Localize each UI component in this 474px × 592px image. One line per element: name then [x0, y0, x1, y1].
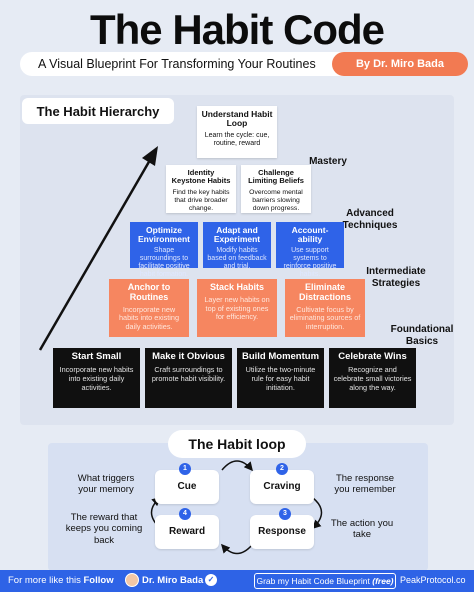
block-title: Optimize Environment — [138, 225, 190, 245]
author-badge: By Dr. Miro Bada — [332, 52, 468, 76]
block-desc: Recognize and celebrate small victories … — [333, 365, 412, 392]
loop-step-number: 1 — [179, 463, 191, 475]
block-challenge-limiting-beliefs: Challenge Limiting Beliefs Overcome ment… — [241, 165, 311, 213]
footer-author-name[interactable]: Dr. Miro Bada — [142, 575, 204, 586]
block-desc: Shape surroundings to facilitate positiv… — [138, 246, 190, 279]
block-desc: Utilize the two-minute rule for easy hab… — [245, 365, 316, 392]
hierarchy-title: The Habit Hierarchy — [36, 104, 160, 119]
loop-step-number: 4 — [179, 508, 191, 520]
block-make-it-obvious: Make it Obvious Craft surroundings to pr… — [145, 348, 232, 408]
blueprint-cta-button[interactable]: Grab my Habit Code Blueprint (free) — [254, 573, 396, 589]
tier-label-advanced: Advanced Techniques — [342, 208, 398, 231]
block-celebrate-wins: Celebrate Wins Recognize and celebrate s… — [329, 348, 416, 408]
block-desc: Incorporate new habits into existing dai… — [118, 304, 180, 331]
loop-step-response: Response — [250, 515, 314, 549]
block-title: Understand Habit Loop — [201, 109, 273, 129]
loop-step-craving: Craving — [250, 470, 314, 504]
tier-label-intermediate: Intermediate Strategies — [366, 266, 426, 289]
tier-label-mastery: Mastery — [309, 156, 347, 167]
block-adapt-and-experiment: Adapt and Experiment Modify habits based… — [203, 222, 271, 270]
habit-loop-title: The Habit loop — [188, 436, 286, 452]
block-stack-habits: Stack Habits Layer new habits on top of … — [197, 279, 277, 337]
block-title: Make it Obvious — [152, 351, 225, 362]
block-title: Eliminate Distractions — [298, 282, 351, 302]
block-desc: Cultivate focus by eliminating sources o… — [289, 304, 361, 331]
block-start-small: Start Small Incorporate new habits into … — [53, 348, 140, 408]
block-desc: Use support systems to reinforce positiv… — [283, 246, 337, 279]
block-optimize-environment: Optimize Environment Shape surroundings … — [130, 222, 198, 278]
site-link[interactable]: PeakProtocol.co — [400, 575, 466, 585]
page-subtitle: A Visual Blueprint For Transforming Your… — [38, 57, 316, 71]
block-desc: Learn the cycle: cue, routine, reward — [204, 131, 270, 147]
loop-step-number: 2 — [276, 463, 288, 475]
block-title: Stack Habits — [209, 282, 265, 292]
check-badge-icon: ✓ — [205, 574, 217, 586]
loop-step-cue: Cue — [155, 470, 219, 504]
hierarchy-title-box — [22, 98, 174, 124]
block-desc: Incorporate new habits into existing dai… — [59, 365, 134, 392]
block-build-momentum: Build Momentum Utilize the two-minute ru… — [237, 348, 324, 408]
block-title: Adapt and Experiment — [213, 225, 261, 245]
block-identity-keystone-habits: Identity Keystone Habits Find the key ha… — [166, 165, 236, 213]
block-eliminate-distractions: Eliminate Distractions Cultivate focus b… — [285, 279, 365, 337]
block-anchor-to-routines: Anchor to Routines Incorporate new habit… — [109, 279, 189, 337]
block-desc: Overcome mental barriers slowing down pr… — [249, 188, 303, 212]
block-desc: Layer new habits on top of existing ones… — [204, 294, 270, 322]
habit-loop-panel — [48, 443, 428, 571]
block-title: Challenge Limiting Beliefs — [248, 168, 304, 186]
block-title: Account-ability — [291, 225, 329, 245]
block-title: Start Small — [71, 351, 122, 362]
block-accountability: Account-ability Use support systems to r… — [276, 222, 344, 278]
tier-label-foundational: Foundational Basics — [390, 324, 454, 347]
note-reward: The reward that keeps you coming back — [65, 512, 143, 546]
block-title: Celebrate Wins — [338, 351, 407, 362]
footer-bar — [0, 570, 474, 592]
cta-label: Grab my Habit Code Blueprint — [256, 576, 370, 586]
block-desc: Find the key habits that drive broader c… — [172, 188, 230, 212]
note-cue: What triggers your memory — [77, 473, 135, 496]
block-title: Anchor to Routines — [127, 282, 171, 302]
follow-prefix: For more like this — [8, 575, 81, 586]
footer-follow-text: For more like this Follow — [8, 575, 114, 586]
cta-free-label: (free) — [372, 576, 394, 586]
block-desc: Modify habits based on feedback and tria… — [207, 246, 267, 271]
page-title: The Habit Code — [89, 6, 385, 53]
loop-step-reward: Reward — [155, 515, 219, 549]
block-understand-habit-loop: Understand Habit Loop Learn the cycle: c… — [197, 106, 277, 158]
avatar — [125, 573, 139, 587]
follow-link[interactable]: Follow — [83, 575, 114, 586]
block-title: Identity Keystone Habits — [171, 168, 231, 186]
block-desc: Craft surroundings to promote habit visi… — [151, 365, 226, 384]
note-response: The action you take — [330, 518, 394, 541]
habit-loop-title-box — [168, 430, 306, 458]
block-title: Build Momentum — [241, 351, 320, 362]
loop-step-number: 3 — [279, 508, 291, 520]
note-craving: The response you remember — [334, 473, 396, 496]
